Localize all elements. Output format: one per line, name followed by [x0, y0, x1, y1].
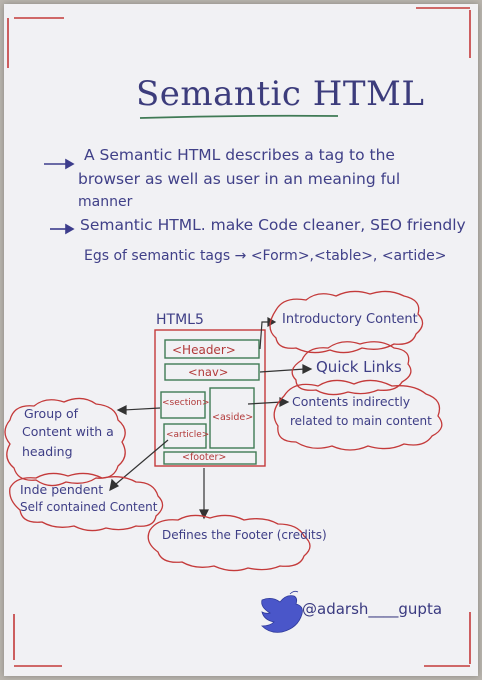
tag-header: <Header> [172, 343, 236, 357]
tag-article: <article> [166, 430, 210, 440]
tag-section: <section> [162, 398, 210, 408]
title-underline [139, 114, 339, 119]
bullet-arrow-2-icon [50, 223, 75, 235]
callout-aside-line-2: related to main content [290, 414, 432, 428]
twitter-bird-icon [261, 590, 303, 633]
callout-article-line-1: Inde pendent [20, 482, 104, 497]
bullet-1-line-2: browser as well as user in an meaning fu… [78, 170, 401, 188]
callout-footer: Defines the Footer (credits) [162, 528, 327, 542]
html5-layout-diagram [154, 329, 266, 467]
callout-section-line-1: Group of [24, 406, 79, 421]
semantic-tag-examples: Egs of semantic tags → <Form>,<table>, <… [84, 248, 447, 264]
bullet-2-line-1: Semantic HTML. make Code cleaner, SEO fr… [80, 216, 466, 234]
bullet-arrow-1-icon [44, 158, 75, 170]
bullet-1-line-3: manner [78, 194, 133, 210]
author-handle: @adarsh____gupta [302, 600, 443, 618]
callout-header: Introductory Content [282, 312, 418, 327]
tag-footer: <footer> [182, 452, 227, 463]
callout-aside-line-1: Contents indirectly [292, 394, 411, 409]
callout-article-line-2: Self contained Content [20, 500, 158, 514]
callout-section-line-2: Content with a [22, 424, 114, 439]
callout-clouds [4, 290, 443, 572]
page-title: Semantic HTML [136, 74, 425, 114]
callout-arrows [109, 316, 313, 520]
callout-section-line-3: heading [22, 444, 73, 459]
tag-aside: <aside> [212, 412, 254, 423]
diagram-heading: HTML5 [156, 312, 204, 328]
tag-nav: <nav> [188, 365, 229, 379]
callout-nav: Quick Links [316, 358, 402, 376]
corner-marks [7, 7, 471, 667]
bullet-1-line-1: A Semantic HTML describes a tag to the [84, 146, 395, 164]
